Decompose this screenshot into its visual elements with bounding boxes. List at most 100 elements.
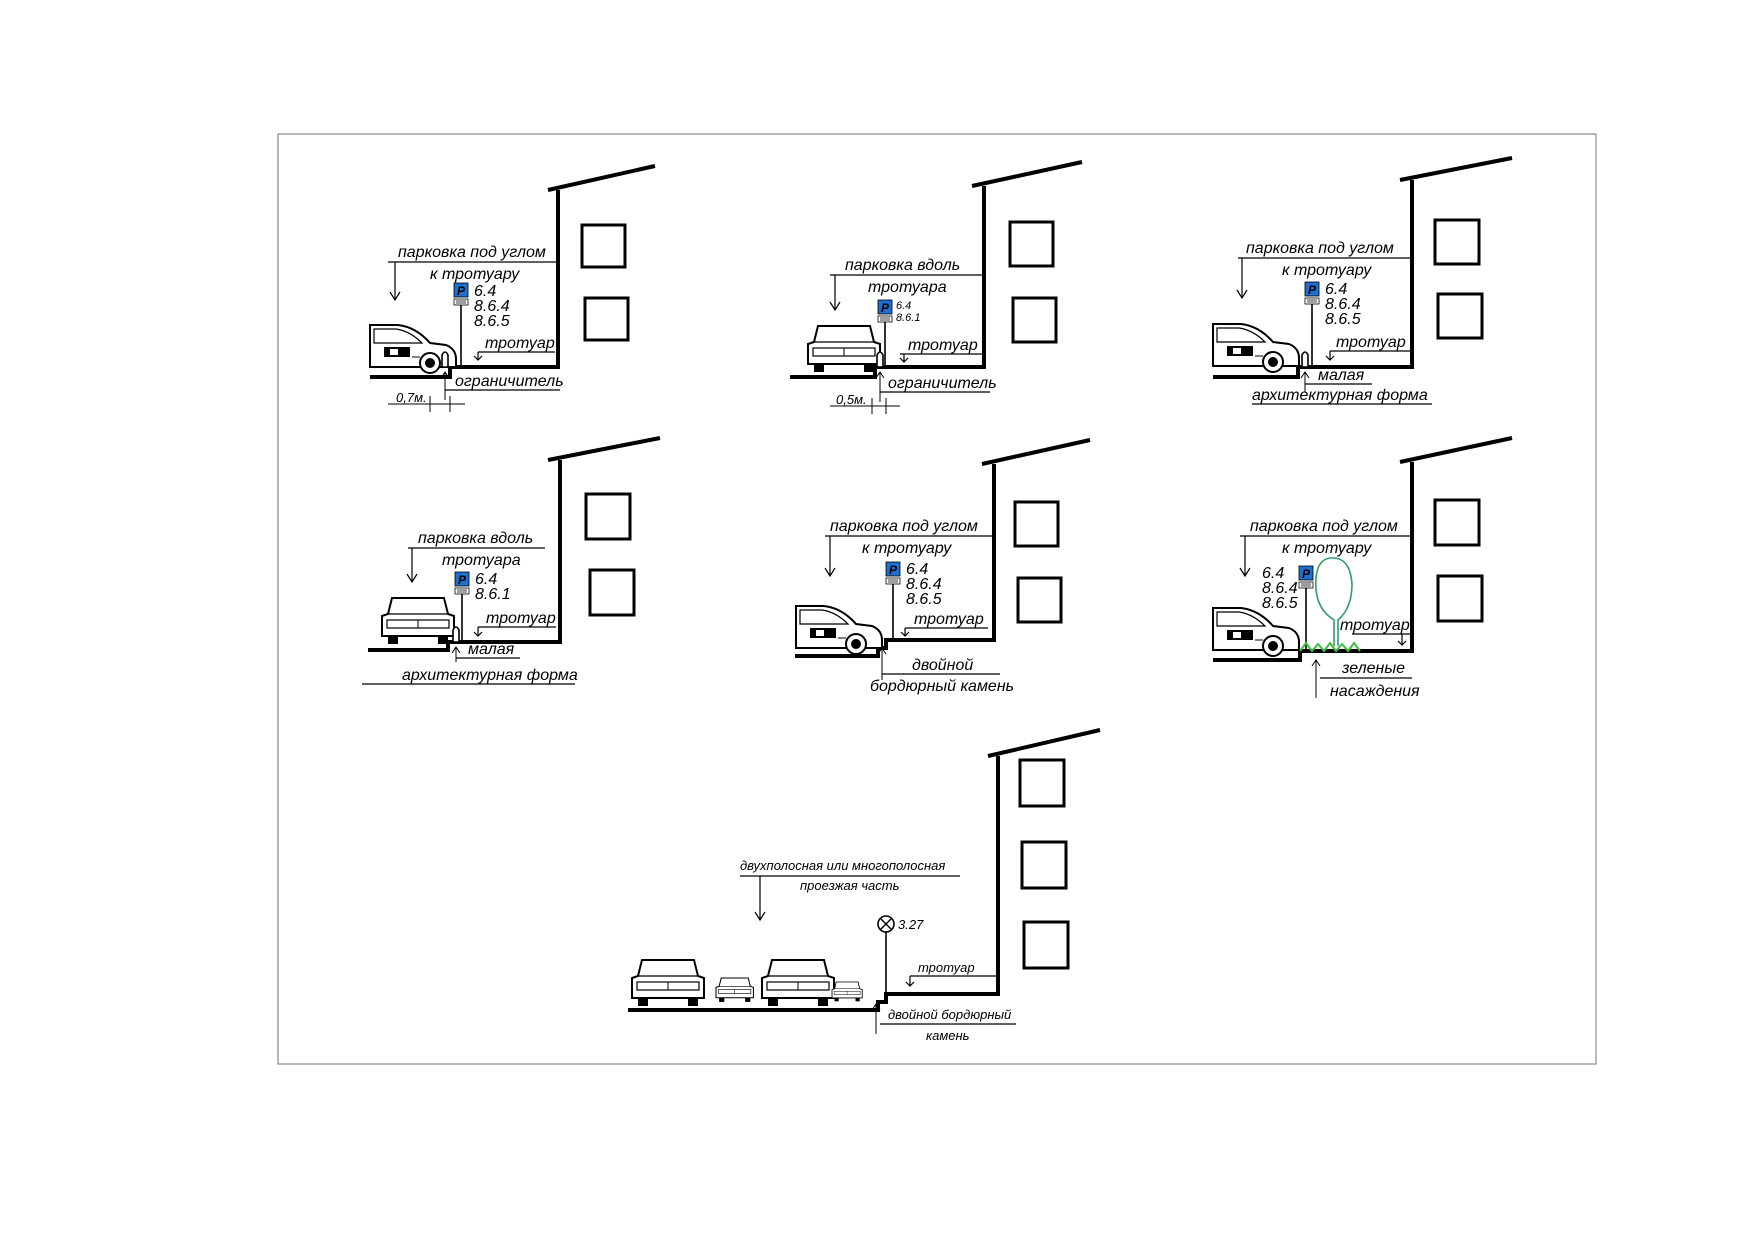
element-label: ограничитель bbox=[455, 373, 564, 390]
grass-icon bbox=[1299, 641, 1361, 653]
diagram-parallel-parking-limiter: парковка вдоль тротуара 6.4 8.6.1 тротуа… bbox=[790, 160, 1083, 414]
element-label: ограничитель bbox=[888, 375, 997, 392]
diagram-angled-parking-limiter: парковка под углом к тротуару 6.4 8.6.4 … bbox=[369, 164, 656, 412]
element-label-line2: архитектурная форма bbox=[1252, 387, 1428, 404]
element-label-line1: малая bbox=[468, 641, 515, 658]
building-roof bbox=[1399, 436, 1513, 464]
element-label-line1: малая bbox=[1318, 367, 1365, 384]
building-roof bbox=[987, 728, 1101, 758]
sheet-frame bbox=[277, 133, 1597, 1065]
element-label-line1: двойной бордюрный bbox=[888, 1007, 1011, 1022]
building-window bbox=[1433, 218, 1481, 266]
parking-label-line2: к тротуару bbox=[1282, 540, 1372, 557]
building-roof bbox=[971, 160, 1083, 188]
sign-code: 6.4 bbox=[896, 300, 911, 312]
building-roof bbox=[981, 438, 1091, 466]
car-icon bbox=[761, 959, 835, 1007]
sign-code: 8.6.5 bbox=[1325, 311, 1361, 328]
parking-sign-icon bbox=[877, 299, 893, 323]
car-icon bbox=[715, 977, 754, 1003]
diagram-multilane-road-double-curb: двухполосная или многополосная проезжая … bbox=[628, 728, 1101, 1043]
small-architectural-form-icon bbox=[1301, 351, 1309, 368]
car-icon bbox=[1212, 607, 1300, 657]
sign-code: 8.6.4 bbox=[1325, 296, 1361, 313]
building-wall bbox=[628, 756, 1000, 1012]
sidewalk-label: тротуар bbox=[1336, 334, 1406, 351]
sign-code: 8.6.5 bbox=[1262, 595, 1298, 612]
building-window bbox=[580, 223, 627, 269]
parking-sign-icon bbox=[453, 282, 469, 306]
building-wall bbox=[790, 186, 986, 379]
parking-sign-icon bbox=[1304, 281, 1320, 305]
sidewalk-label: тротуар bbox=[914, 611, 984, 628]
parking-label-line2: к тротуару bbox=[430, 266, 520, 283]
element-label-line2: насаждения bbox=[1330, 683, 1420, 700]
building-window bbox=[1020, 840, 1068, 890]
diagram-angled-parking-double-curb: парковка под углом к тротуару 6.4 8.6.4 … bbox=[795, 438, 1091, 695]
sidewalk-label: тротуар bbox=[486, 610, 556, 627]
car-icon bbox=[831, 981, 863, 1002]
sign-code: 8.6.4 bbox=[474, 298, 510, 315]
parking-label-line1: парковка под углом bbox=[830, 518, 978, 535]
sign-code: 6.4 bbox=[1325, 281, 1347, 298]
dimension-label: 0,5м. bbox=[836, 392, 867, 407]
limiter-icon bbox=[441, 351, 449, 368]
parking-label-line1: парковка под углом bbox=[398, 244, 546, 261]
parking-label-line1: парковка под углом bbox=[1246, 240, 1394, 257]
car-icon bbox=[381, 597, 455, 645]
element-label-line2: бордюрный камень bbox=[870, 678, 1014, 695]
no-stopping-sign-icon bbox=[877, 915, 895, 933]
sidewalk-label: тротуар bbox=[908, 337, 978, 354]
car-icon bbox=[807, 325, 881, 373]
building-window bbox=[1436, 574, 1484, 623]
parking-label-line2: к тротуару bbox=[862, 540, 952, 557]
sign-code: 8.6.1 bbox=[896, 312, 920, 324]
parking-label-line1: парковка под углом bbox=[1250, 518, 1398, 535]
parking-label-line2: к тротуару bbox=[1282, 262, 1372, 279]
parking-label-line2: тротуара bbox=[868, 279, 947, 296]
parking-label-line1: парковка вдоль bbox=[845, 257, 960, 274]
sign-code: 8.6.5 bbox=[474, 313, 510, 330]
building-window bbox=[1016, 576, 1063, 624]
building-window bbox=[1008, 220, 1055, 268]
diagram-angled-parking-greenery: парковка под углом к тротуару 6.4 8.6.4 … bbox=[1212, 436, 1513, 700]
element-label-line1: зеленые bbox=[1341, 660, 1405, 677]
dimension-label: 0,7м. bbox=[396, 390, 427, 405]
parking-sign-icon bbox=[885, 561, 901, 585]
building-roof bbox=[1399, 156, 1513, 182]
parking-label-line2: тротуара bbox=[442, 552, 521, 569]
parking-label-line1: парковка вдоль bbox=[418, 530, 533, 547]
limiter-icon bbox=[876, 351, 884, 368]
building-roof bbox=[547, 436, 661, 462]
sidewalk-label: тротуар bbox=[918, 960, 975, 975]
parking-sign-icon bbox=[1298, 565, 1314, 589]
building-window bbox=[583, 296, 630, 342]
element-label-line2: камень bbox=[926, 1028, 970, 1043]
building-window bbox=[1018, 758, 1066, 808]
element-label-line1: двойной bbox=[912, 657, 973, 674]
element-label-line2: архитектурная форма bbox=[402, 667, 578, 684]
sign-code: 6.4 bbox=[475, 571, 497, 588]
building-window bbox=[1022, 920, 1070, 970]
sign-code: 6.4 bbox=[1262, 565, 1284, 582]
sign-code: 8.6.4 bbox=[1262, 580, 1298, 597]
building-window bbox=[1433, 498, 1481, 547]
sidewalk-label: тротуар bbox=[1340, 617, 1410, 634]
tree-icon bbox=[1314, 557, 1353, 646]
building-window bbox=[1436, 292, 1484, 340]
sign-code: 8.6.1 bbox=[475, 586, 511, 603]
diagram-angled-parking-small-form: парковка под углом к тротуару 6.4 8.6.4 … bbox=[1212, 156, 1513, 405]
sign-code: 8.6.4 bbox=[906, 576, 942, 593]
car-icon bbox=[795, 605, 883, 655]
small-architectural-form-icon bbox=[452, 626, 460, 643]
car-icon bbox=[631, 959, 705, 1007]
building-roof bbox=[547, 164, 656, 192]
building-window bbox=[1013, 500, 1060, 548]
building-window bbox=[584, 492, 632, 541]
sign-code: 3.27 bbox=[898, 917, 924, 932]
building-window bbox=[1011, 296, 1058, 344]
parking-sign-icon bbox=[454, 571, 470, 595]
road-label-line1: двухполосная или многополосная bbox=[740, 858, 945, 873]
sign-code: 6.4 bbox=[474, 283, 496, 300]
